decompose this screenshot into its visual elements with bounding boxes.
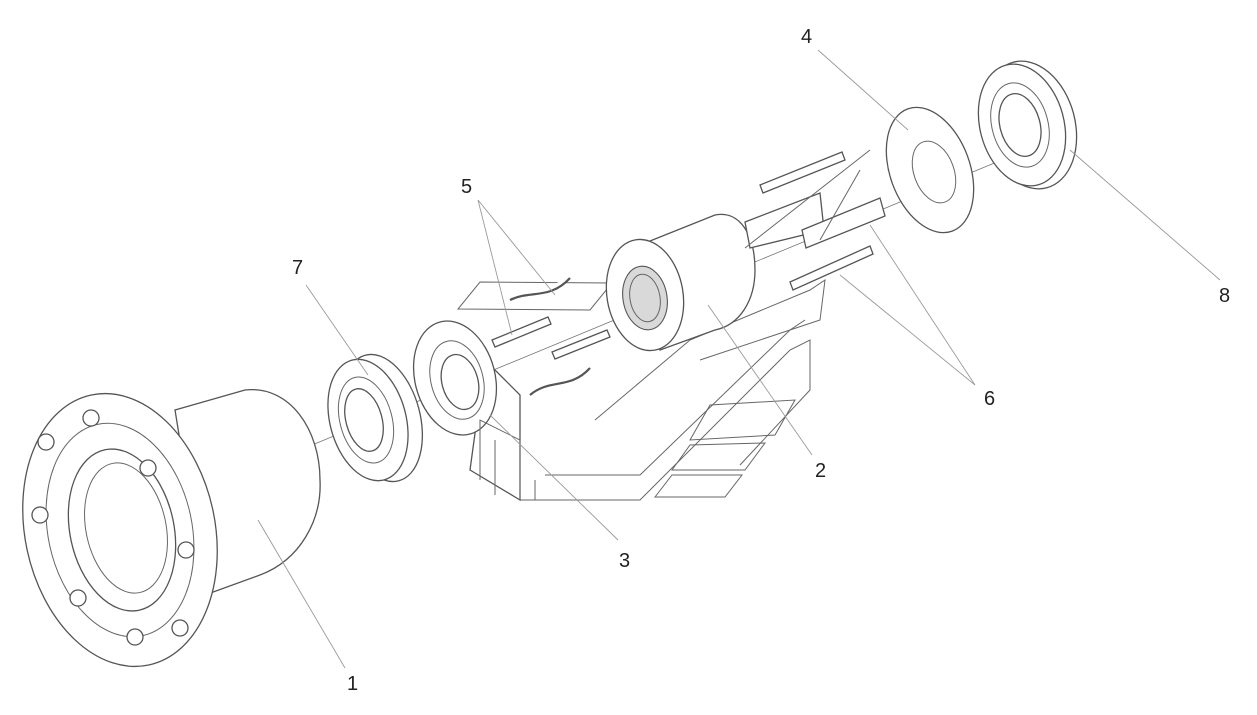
leader-6b: [839, 274, 976, 386]
part-3-bearing-sleeve: [412, 320, 521, 502]
part-4-washer: [885, 106, 975, 234]
part-7-bearing: [327, 353, 424, 483]
leader-lines: [257, 49, 1221, 669]
part-1-flanged-housing: [22, 389, 321, 668]
callout-6: 6: [984, 388, 995, 410]
leader-7: [305, 284, 369, 376]
leader-5b: [477, 199, 556, 296]
part-5-keys-springs: [491, 277, 611, 396]
leader-1: [257, 519, 346, 669]
leader-3: [489, 414, 619, 541]
leader-5a: [477, 199, 513, 336]
leader-6a: [869, 224, 976, 386]
callout-3: 3: [619, 550, 630, 572]
callout-4: 4: [801, 26, 812, 48]
leader-8: [1069, 149, 1221, 281]
part-8-bearing: [977, 60, 1078, 190]
leader-4: [817, 49, 909, 131]
callout-8: 8: [1219, 285, 1230, 307]
cutaway-block: [456, 278, 826, 501]
leader-2: [707, 304, 813, 456]
part-2-splined-hub: [605, 213, 756, 352]
part-6-keys: [744, 149, 886, 291]
callout-5: 5: [461, 176, 472, 198]
callout-7: 7: [292, 257, 303, 279]
callout-2: 2: [815, 460, 826, 482]
callout-1: 1: [347, 673, 358, 695]
